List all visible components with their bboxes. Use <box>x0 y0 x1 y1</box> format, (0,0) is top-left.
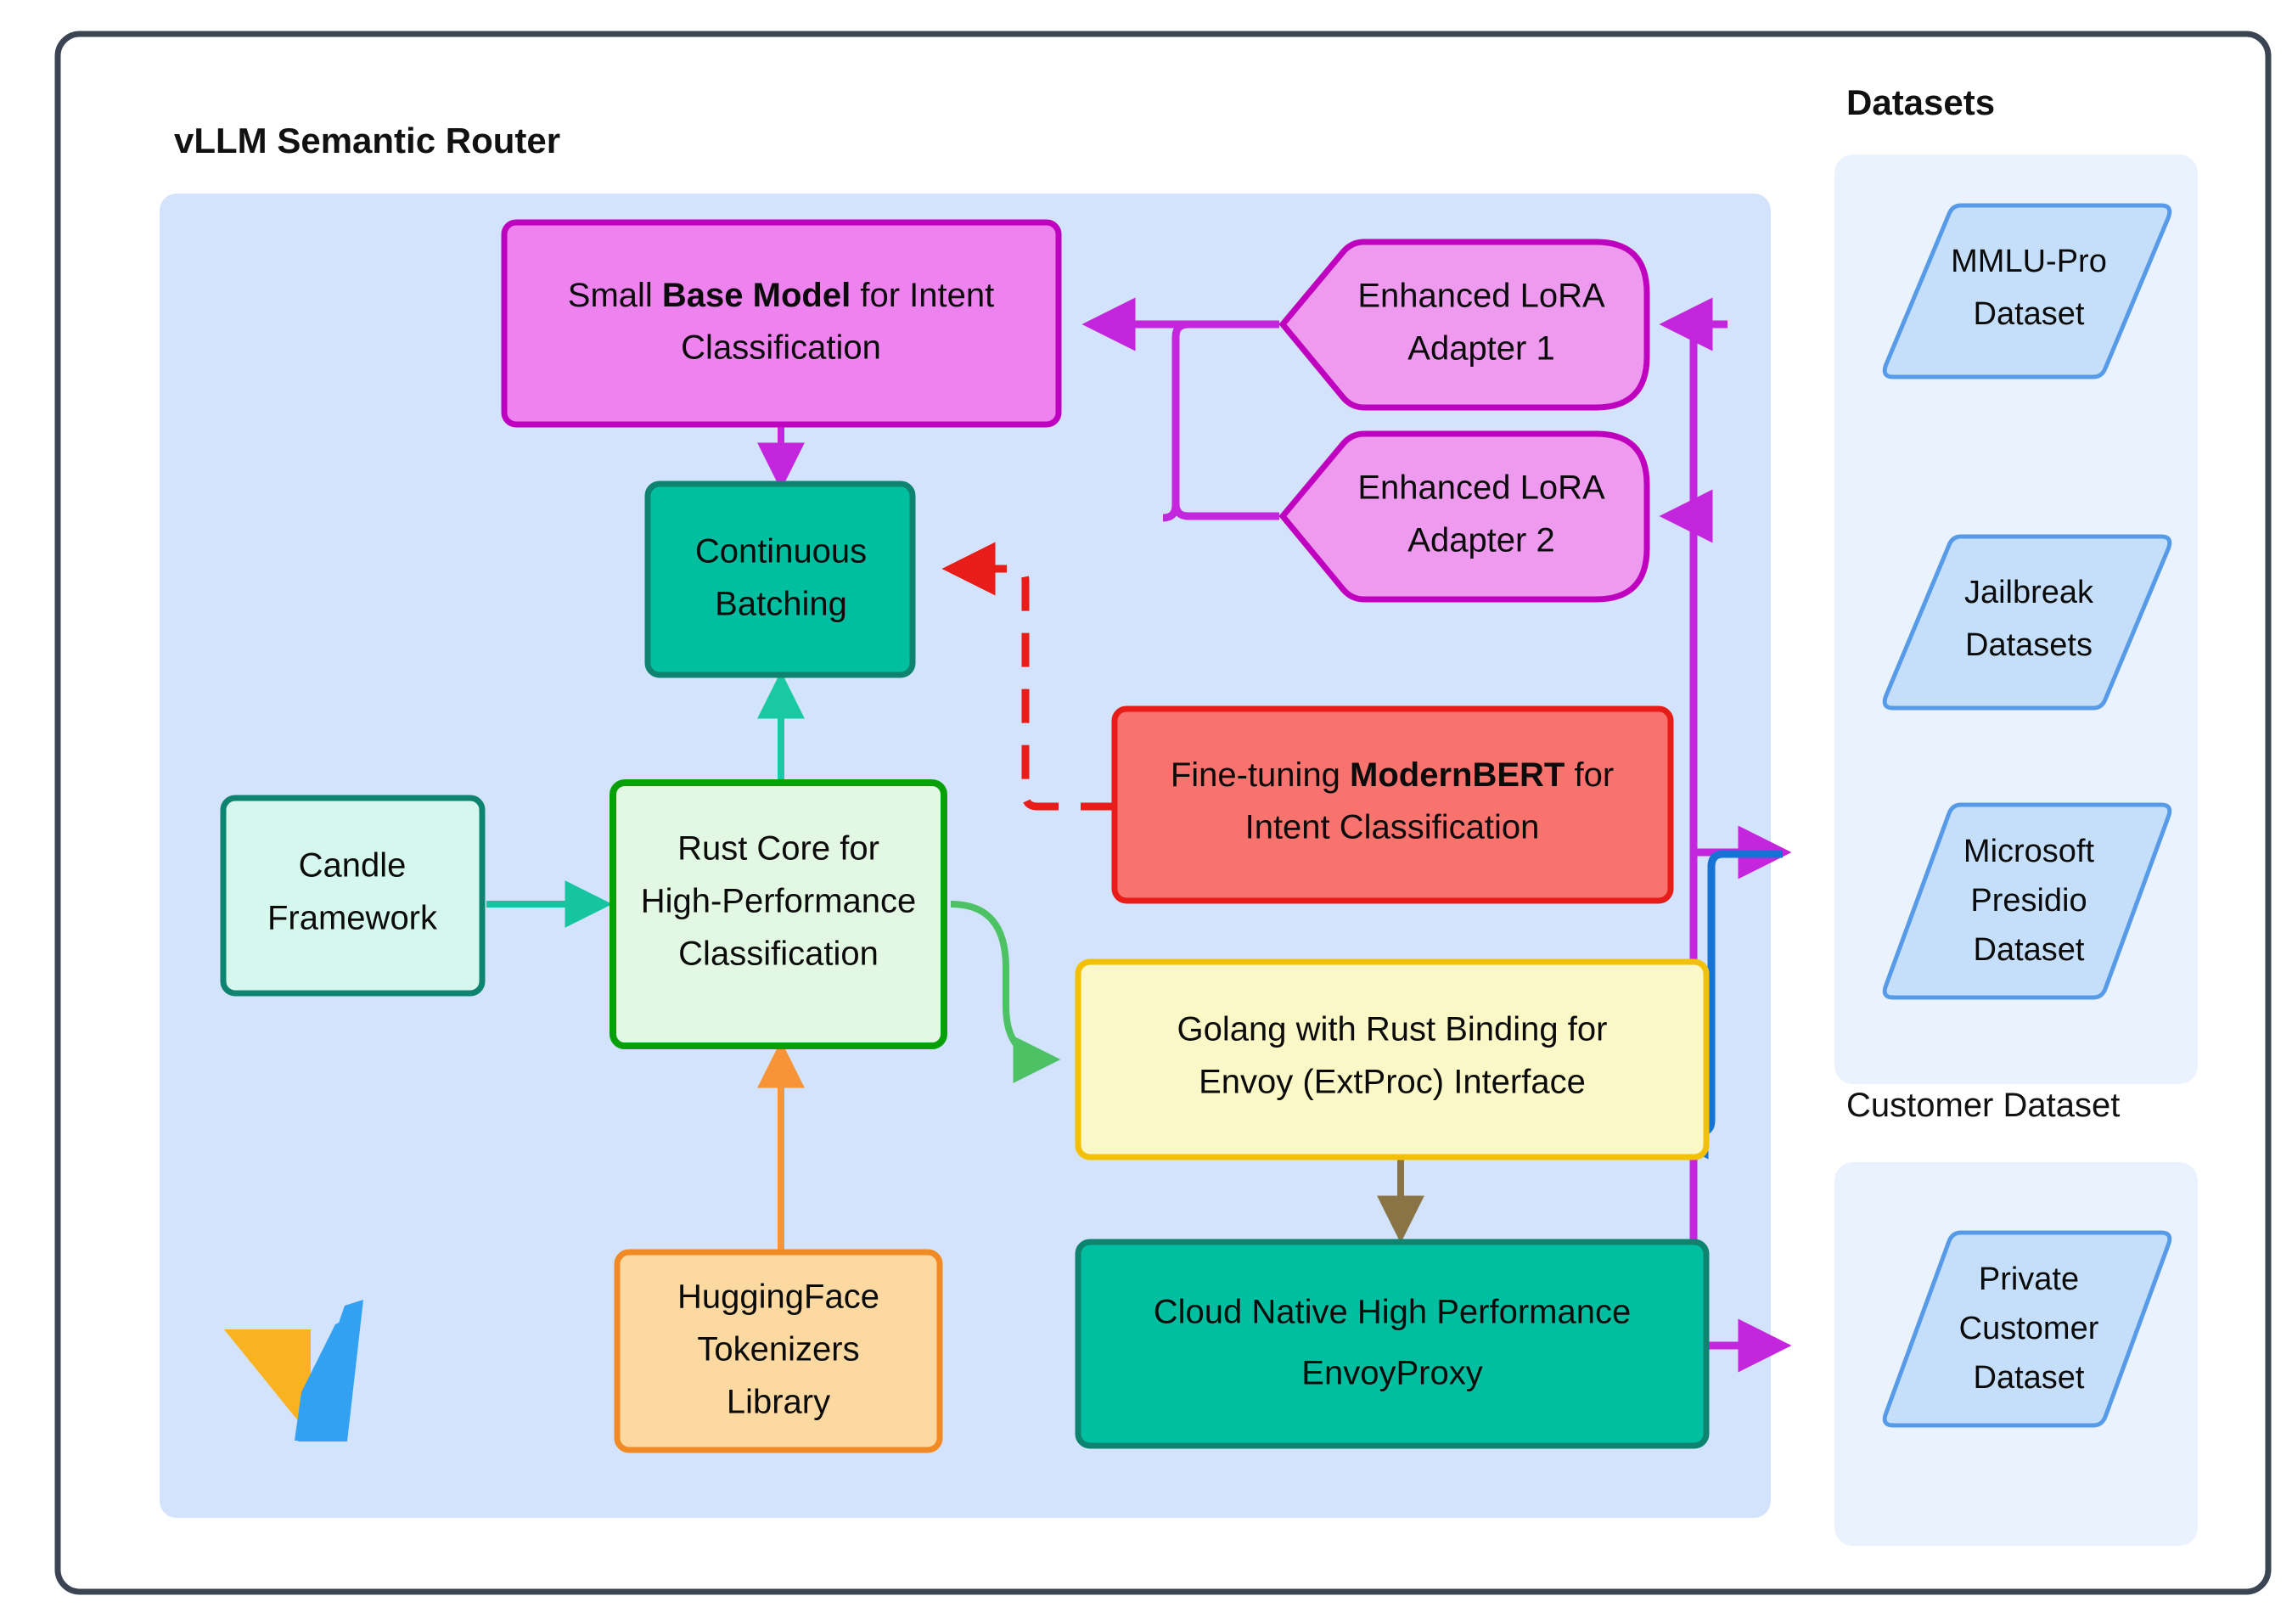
node-modernbert-finetuning[interactable]: Fine-tuning ModernBERT for Intent Classi… <box>1111 705 1674 904</box>
dataset-jailbreak[interactable]: Jailbreak Datasets <box>1882 534 2172 711</box>
edge-rust-core-to-golang <box>950 901 1061 1083</box>
dataset-private-customer[interactable]: Private Customer Dataset <box>1882 1230 2172 1428</box>
modernbert-line1: Fine-tuning ModernBERT for <box>1171 756 1614 794</box>
customer-dataset-title: Customer Dataset <box>1846 1087 2120 1124</box>
dataset-mmlu-pro[interactable]: MMLU-Pro Dataset <box>1882 203 2172 379</box>
parallelogram-shape <box>1882 802 2172 1000</box>
dataset-label-line2: Customer <box>1959 1311 2099 1346</box>
node-rust-core[interactable]: Rust Core for High-Performance Classific… <box>610 779 947 1049</box>
base-model-pre: Small <box>568 277 662 314</box>
edge-modernbert-to-continuous-batching <box>941 542 1115 811</box>
hf-line2: Tokenizers <box>697 1331 859 1368</box>
node-shape <box>1278 239 1650 411</box>
envoyproxy-line1: Cloud Native High Performance <box>1154 1294 1631 1331</box>
node-lora-adapter-1[interactable]: Enhanced LoRA Adapter 1 <box>1278 239 1650 411</box>
continuous-batching-line1: Continuous <box>695 533 867 570</box>
edge-lora2-to-base-model <box>1171 503 1279 520</box>
rust-core-line1: Rust Core for <box>677 830 879 868</box>
node-box <box>614 1249 943 1453</box>
datasets-title: Datasets <box>1846 82 1995 122</box>
base-model-line2: Classification <box>681 329 881 367</box>
parallelogram-shape <box>1882 1230 2172 1428</box>
node-box <box>1111 705 1674 904</box>
node-box <box>220 795 486 997</box>
dataset-label-line3: Dataset <box>1974 1360 2085 1396</box>
parallelogram-shape <box>1882 534 2172 711</box>
rust-core-line3: Classification <box>678 936 879 973</box>
envoyproxy-line2: EnvoyProxy <box>1301 1355 1482 1392</box>
base-model-bold: Base Model <box>662 277 851 314</box>
dataset-label-line2: Datasets <box>1965 627 2093 663</box>
dataset-label-line1: Microsoft <box>1963 834 2095 869</box>
lora1-line1: Enhanced LoRA <box>1357 278 1605 315</box>
dataset-microsoft-presidio[interactable]: Microsoft Presidio Dataset <box>1882 802 2172 1000</box>
dataset-label-line3: Dataset <box>1974 932 2085 968</box>
dataset-label-line1: Jailbreak <box>1964 575 2094 610</box>
hf-line1: HuggingFace <box>677 1278 879 1316</box>
parallelogram-shape <box>1882 203 2172 379</box>
node-box <box>501 219 1062 428</box>
modernbert-pre: Fine-tuning <box>1171 756 1350 794</box>
logo-blue-stroke-main <box>298 1300 363 1441</box>
lora2-line1: Enhanced LoRA <box>1357 469 1605 507</box>
dataset-label-line1: Private <box>1979 1262 2079 1297</box>
page-title: vLLM Semantic Router <box>174 121 560 160</box>
node-box <box>610 779 947 1049</box>
node-box <box>1075 1239 1710 1449</box>
modernbert-post: for <box>1565 756 1614 794</box>
modernbert-line2: Intent Classification <box>1245 809 1540 846</box>
node-golang-envoy-extproc[interactable]: Golang with Rust Binding for Envoy (ExtP… <box>1075 958 1710 1160</box>
hf-line3: Library <box>727 1384 830 1421</box>
golang-line1: Golang with Rust Binding for <box>1177 1011 1608 1048</box>
logo-yellow-wedge <box>224 1329 311 1436</box>
node-candle-framework[interactable]: Candle Framework <box>220 795 486 997</box>
dataset-label-line1: MMLU-Pro <box>1951 244 2107 279</box>
rust-core-line2: High-Performance <box>641 883 917 920</box>
lora1-line2: Adapter 1 <box>1407 330 1554 368</box>
node-continuous-batching[interactable]: Continuous Batching <box>644 480 916 678</box>
dataset-label-line2: Dataset <box>1974 296 2085 332</box>
node-huggingface-tokenizers[interactable]: HuggingFace Tokenizers Library <box>614 1249 943 1453</box>
vllm-logo <box>224 1300 363 1441</box>
node-lora-adapter-2[interactable]: Enhanced LoRA Adapter 2 <box>1278 430 1650 603</box>
candle-line2: Framework <box>267 900 438 937</box>
dataset-label-line2: Presidio <box>1970 883 2087 919</box>
node-box <box>644 480 916 678</box>
node-box <box>1075 958 1710 1160</box>
node-shape <box>1278 430 1650 603</box>
node-envoyproxy[interactable]: Cloud Native High Performance EnvoyProxy <box>1075 1239 1710 1449</box>
continuous-batching-line2: Batching <box>715 586 847 623</box>
lora2-line2: Adapter 2 <box>1407 522 1554 559</box>
modernbert-bold: ModernBERT <box>1350 756 1565 794</box>
base-model-line1: Small Base Model for Intent <box>568 277 994 314</box>
golang-line2: Envoy (ExtProc) Interface <box>1199 1064 1586 1101</box>
node-base-model[interactable]: Small Base Model for Intent Classificati… <box>501 219 1062 428</box>
base-model-post: for Intent <box>851 277 994 314</box>
candle-line1: Candle <box>299 847 407 885</box>
